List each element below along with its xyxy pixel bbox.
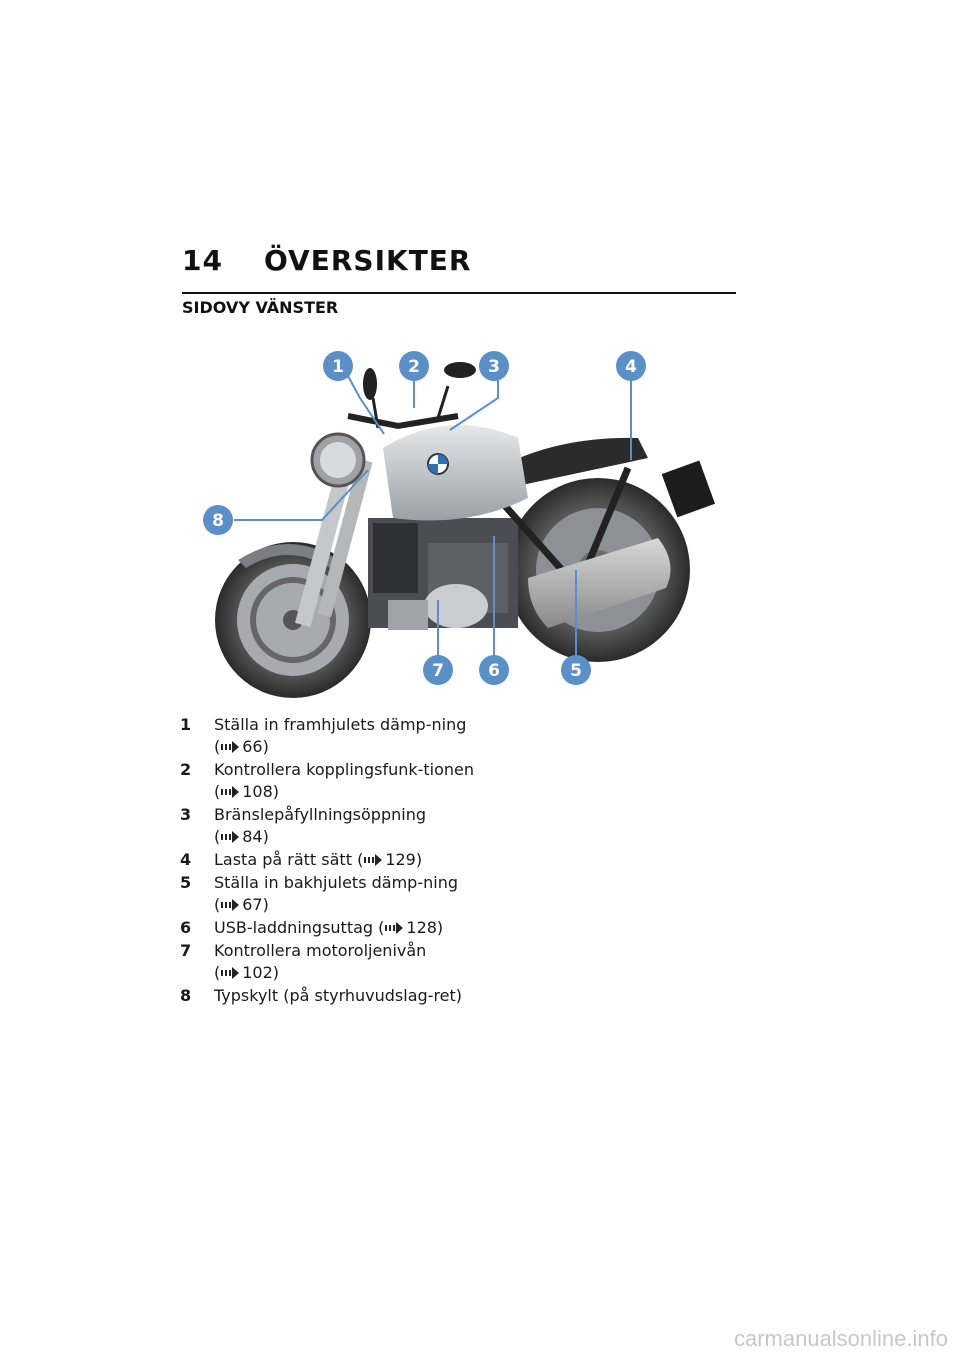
item-text: Kontrollera kopplingsfunk-tionen — [214, 760, 475, 779]
callout-7: 7 — [423, 655, 453, 685]
item-text: Kontrollera motoroljenivån — [214, 941, 427, 960]
svg-text:4: 4 — [625, 357, 637, 377]
callout-8: 8 — [203, 505, 233, 535]
callout-5: 5 — [561, 655, 591, 685]
chapter-title: ÖVERSIKTER — [264, 244, 472, 277]
item-number: 8 — [180, 986, 192, 1005]
legend-item: 6 USB-laddningsuttag (128) — [180, 917, 480, 939]
callout-6: 6 — [479, 655, 509, 685]
reference-arrow-icon — [385, 922, 404, 934]
item-number: 6 — [180, 918, 192, 937]
legend-list: 1 Ställa in framhjulets dämp-ning (66) 2… — [180, 714, 480, 1008]
svg-text:1: 1 — [332, 357, 344, 377]
reference-page: 129) — [385, 850, 423, 869]
callout-3: 3 — [479, 351, 509, 381]
fuel-tank — [383, 425, 528, 521]
item-number: 5 — [180, 873, 192, 892]
item-text: Ställa in bakhjulets dämp-ning — [214, 873, 458, 892]
number-plate — [661, 460, 716, 518]
svg-text:3: 3 — [488, 357, 500, 377]
section-title: SIDOVY VÄNSTER — [182, 298, 339, 317]
legend-item: 3 Bränslepåfyllningsöppning (84) — [180, 804, 480, 848]
legend-item: 2 Kontrollera kopplingsfunk-tionen (108) — [180, 759, 480, 803]
reference-arrow-icon — [221, 786, 240, 798]
item-number: 4 — [180, 850, 192, 869]
item-text: Ställa in framhjulets dämp-ning — [214, 715, 467, 734]
heading-rule — [182, 292, 736, 294]
page-reference[interactable]: (129) — [357, 850, 423, 869]
svg-text:6: 6 — [488, 661, 500, 681]
item-number: 3 — [180, 805, 192, 824]
exhaust-muffler — [528, 538, 671, 628]
legend-item: 7 Kontrollera motoroljenivån (102) — [180, 940, 480, 984]
motorcycle-illustration: 1 2 3 4 5 6 7 8 — [203, 351, 716, 698]
chapter-number: 14 — [182, 244, 223, 277]
item-text: USB-laddningsuttag — [214, 918, 374, 937]
reference-page: 128) — [406, 918, 444, 937]
reference-arrow-icon — [221, 741, 240, 753]
svg-text:5: 5 — [570, 661, 582, 681]
seat — [498, 437, 648, 488]
item-text: Bränslepåfyllningsöppning — [214, 805, 426, 824]
reference-arrow-icon — [221, 899, 240, 911]
chapter-heading: 14 ÖVERSIKTER — [182, 244, 471, 277]
legend-item: 4 Lasta på rätt sätt (129) — [180, 849, 480, 871]
reference-arrow-icon — [364, 854, 383, 866]
page-reference[interactable]: (128) — [378, 918, 444, 937]
legend-item: 5 Ställa in bakhjulets dämp-ning (67) — [180, 872, 480, 916]
callout-4: 4 — [616, 351, 646, 381]
svg-text:8: 8 — [212, 511, 224, 531]
reference-page: 108) — [242, 782, 280, 801]
page-reference[interactable]: (66) — [214, 737, 269, 756]
legend-item: 1 Ställa in framhjulets dämp-ning (66) — [180, 714, 480, 758]
reference-page: 66) — [242, 737, 269, 756]
reference-arrow-icon — [221, 967, 240, 979]
legend-item: 8 Typskylt (på styrhuvudslag-ret) — [180, 985, 480, 1007]
reference-page: 84) — [242, 827, 269, 846]
engine-cylinder — [424, 584, 488, 628]
page-reference[interactable]: (108) — [214, 782, 280, 801]
page-reference[interactable]: (102) — [214, 963, 280, 982]
item-text: Typskylt (på styrhuvudslag-ret) — [214, 986, 463, 1005]
item-text: Lasta på rätt sätt — [214, 850, 352, 869]
item-number: 1 — [180, 715, 192, 734]
reference-page: 102) — [242, 963, 280, 982]
reference-page: 67) — [242, 895, 269, 914]
callout-1: 1 — [323, 351, 353, 381]
svg-text:2: 2 — [408, 357, 420, 377]
callout-2: 2 — [399, 351, 429, 381]
page-reference[interactable]: (67) — [214, 895, 269, 914]
reference-arrow-icon — [221, 831, 240, 843]
callout-leaders — [234, 375, 632, 656]
item-number: 2 — [180, 760, 192, 779]
page-reference[interactable]: (84) — [214, 827, 269, 846]
watermark: carmanualsonline.info — [733, 1326, 948, 1351]
item-number: 7 — [180, 941, 192, 960]
svg-text:7: 7 — [432, 661, 444, 681]
